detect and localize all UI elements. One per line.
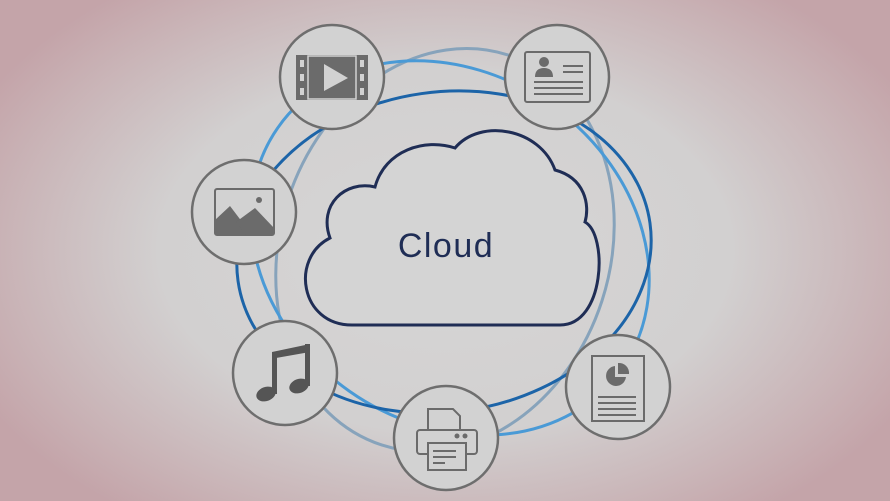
image-icon xyxy=(214,188,275,236)
cloud-label: Cloud xyxy=(398,227,494,265)
node-printer[interactable] xyxy=(392,384,500,492)
video-icon xyxy=(296,55,368,100)
node-image[interactable] xyxy=(190,158,298,266)
music-icon xyxy=(256,344,310,402)
node-contact-card[interactable] xyxy=(503,23,611,131)
node-music[interactable] xyxy=(231,319,339,427)
cloud-shape: Cloud xyxy=(304,129,601,327)
report-chart-icon xyxy=(591,355,645,422)
printer-icon xyxy=(416,408,478,471)
contact-card-icon xyxy=(524,51,591,103)
node-video[interactable] xyxy=(278,23,386,131)
node-report[interactable] xyxy=(564,333,672,441)
